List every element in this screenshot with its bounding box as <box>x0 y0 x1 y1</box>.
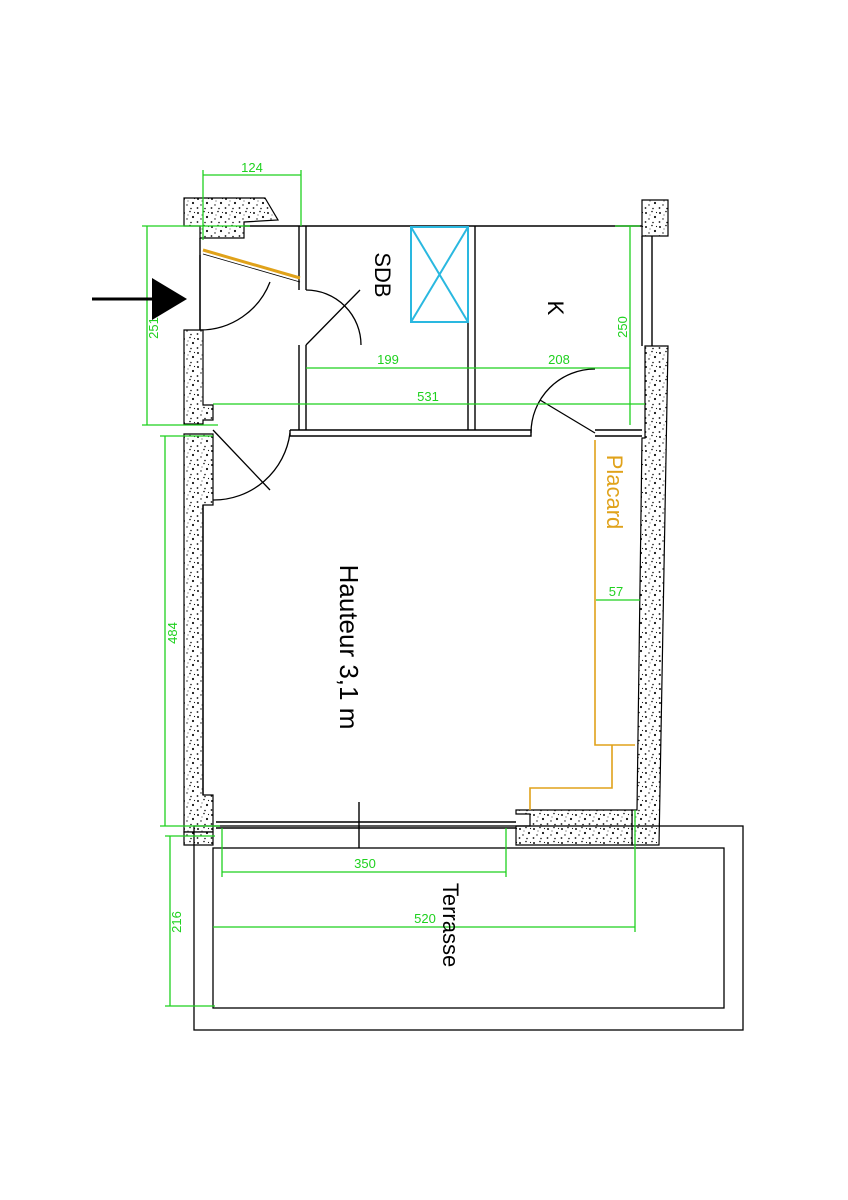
kitchen-door-swing <box>530 368 596 434</box>
label-main-room: Hauteur 3,1 m <box>334 565 364 730</box>
closet-outline <box>594 440 635 746</box>
label-closet: Placard <box>602 455 627 530</box>
left-lower-wall <box>183 433 214 833</box>
entry-door-swing <box>199 281 271 331</box>
right-wall <box>631 345 669 846</box>
kitchen-door-leaf <box>539 399 596 434</box>
entry-sliding-door-edge <box>202 253 301 283</box>
main-door-leaf <box>212 429 271 491</box>
dim-bathroom-width: 199 <box>377 352 399 367</box>
bathroom-door-swing <box>305 289 362 346</box>
closet-lower-outline <box>529 745 613 810</box>
label-bathroom: SDB <box>370 252 395 297</box>
bottom-right-wall <box>515 809 633 846</box>
label-kitchen: K <box>543 301 568 316</box>
label-terrace: Terrasse <box>438 883 463 967</box>
doors <box>199 248 596 501</box>
dim-kitchen-width: 208 <box>548 352 570 367</box>
walls <box>183 197 669 846</box>
dim-terrace-depth: 216 <box>169 911 184 933</box>
dim-entry-depth: 251 <box>146 317 161 339</box>
dim-closet-depth: 57 <box>609 584 623 599</box>
dim-total-width: 531 <box>417 389 439 404</box>
dim-terrace-width: 520 <box>414 911 436 926</box>
dim-window-width: 350 <box>354 856 376 871</box>
entrance-arrow-icon <box>92 278 187 320</box>
bathroom-door-leaf <box>305 289 361 346</box>
dim-kitchen-depth: 250 <box>615 316 630 338</box>
top-left-wall-block <box>183 197 280 239</box>
left-upper-wall <box>183 329 214 425</box>
entry-sliding-door <box>202 248 301 280</box>
terrace-outline <box>193 825 744 1031</box>
interior-lines <box>199 225 653 848</box>
main-door-swing <box>212 432 291 501</box>
dimension-lines <box>142 170 645 1007</box>
top-right-wall-block <box>641 199 669 237</box>
bottom-left-wall-stub <box>183 831 214 846</box>
dim-main-room-depth: 484 <box>165 622 180 644</box>
shower-tray <box>410 226 469 323</box>
dim-entry-width: 124 <box>241 160 263 175</box>
